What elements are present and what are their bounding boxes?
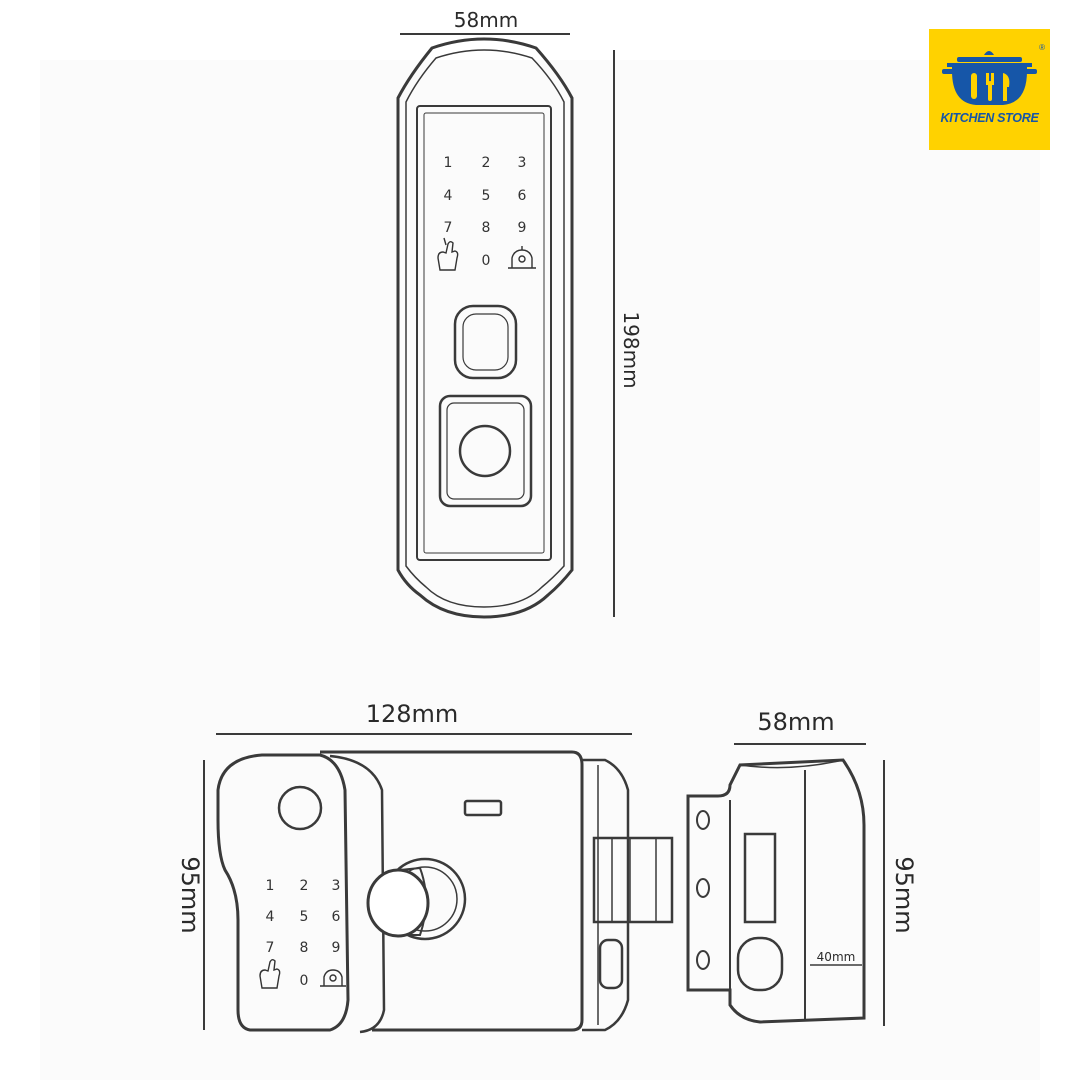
front-width-label: 58mm bbox=[454, 8, 518, 32]
latch-bolt bbox=[592, 836, 674, 924]
knob bbox=[366, 868, 430, 938]
body-key-7: 7 bbox=[266, 940, 275, 956]
front-key-2: 2 bbox=[482, 155, 491, 171]
card-reader-inner bbox=[462, 313, 509, 371]
body-side-plate bbox=[582, 758, 630, 1032]
logo-text: KITCHEN STORE bbox=[940, 111, 1039, 125]
fingerprint-housing bbox=[438, 394, 533, 508]
front-key-1: 1 bbox=[444, 155, 453, 171]
body-card-reader bbox=[277, 785, 323, 831]
strike-screw-hole-middle bbox=[696, 878, 710, 898]
body-key-1: 1 bbox=[266, 878, 275, 894]
front-key-7: 7 bbox=[444, 220, 453, 236]
front-key-9: 9 bbox=[518, 220, 527, 236]
body-keypad: 1 2 3 4 5 6 7 8 9 0 bbox=[259, 878, 346, 989]
strike-inner-label: 40mm bbox=[817, 950, 856, 964]
strike-bolt-hole bbox=[736, 936, 784, 992]
handle-keypad-cover bbox=[216, 753, 350, 1032]
kitchen-store-logo: ® KITCHEN STORE bbox=[929, 29, 1050, 150]
body-height-label: 95mm bbox=[176, 856, 204, 933]
front-face-plate bbox=[416, 105, 552, 561]
diagram-background bbox=[40, 60, 1040, 1080]
body-doorbell-icon bbox=[320, 969, 346, 987]
front-panel bbox=[396, 33, 615, 619]
front-key-5: 5 bbox=[482, 188, 491, 204]
body-key-9: 9 bbox=[332, 940, 341, 956]
front-key-4: 4 bbox=[444, 188, 453, 204]
body-key-8: 8 bbox=[300, 940, 309, 956]
front-key-3: 3 bbox=[518, 155, 527, 171]
pot-utensils-icon bbox=[942, 51, 1037, 105]
body-key-5: 5 bbox=[300, 909, 309, 925]
front-key-6: 6 bbox=[518, 188, 527, 204]
body-width-label: 128mm bbox=[366, 700, 459, 728]
registered-mark: ® bbox=[1039, 43, 1045, 52]
strike-box-outline bbox=[686, 758, 866, 1024]
body-case-outline bbox=[320, 750, 584, 1032]
front-height-label: 198mm bbox=[619, 311, 643, 388]
front-face-glass bbox=[423, 112, 545, 554]
front-key-0: 0 bbox=[482, 253, 491, 269]
front-keypad: 1 2 3 4 5 6 7 8 9 0 bbox=[437, 155, 536, 271]
body-key-6: 6 bbox=[332, 909, 341, 925]
body-hand-key-icon bbox=[259, 959, 281, 989]
lock-body bbox=[203, 733, 674, 1034]
body-key-0: 0 bbox=[300, 973, 309, 989]
front-panel-inner-outline bbox=[405, 49, 565, 608]
strike-box bbox=[686, 743, 885, 1026]
card-reader bbox=[453, 304, 518, 380]
indicator-slot bbox=[463, 799, 503, 817]
strike-width-label: 58mm bbox=[757, 708, 834, 736]
fingerprint-housing-inner bbox=[446, 402, 525, 500]
body-key-3: 3 bbox=[332, 878, 341, 894]
doorbell-icon bbox=[508, 246, 536, 269]
strike-screw-hole-top bbox=[696, 810, 710, 830]
strike-height-label: 95mm bbox=[890, 856, 918, 933]
strike-latch-slot bbox=[743, 832, 777, 924]
hand-key-icon bbox=[437, 237, 459, 271]
fingerprint-sensor bbox=[458, 424, 512, 478]
body-key-2: 2 bbox=[300, 878, 309, 894]
lower-bolt bbox=[598, 938, 624, 990]
front-key-8: 8 bbox=[482, 220, 491, 236]
strike-screw-hole-bottom bbox=[696, 950, 710, 970]
body-key-4: 4 bbox=[266, 909, 275, 925]
front-panel-outline bbox=[396, 37, 574, 619]
handle-cover-back bbox=[329, 754, 386, 1034]
